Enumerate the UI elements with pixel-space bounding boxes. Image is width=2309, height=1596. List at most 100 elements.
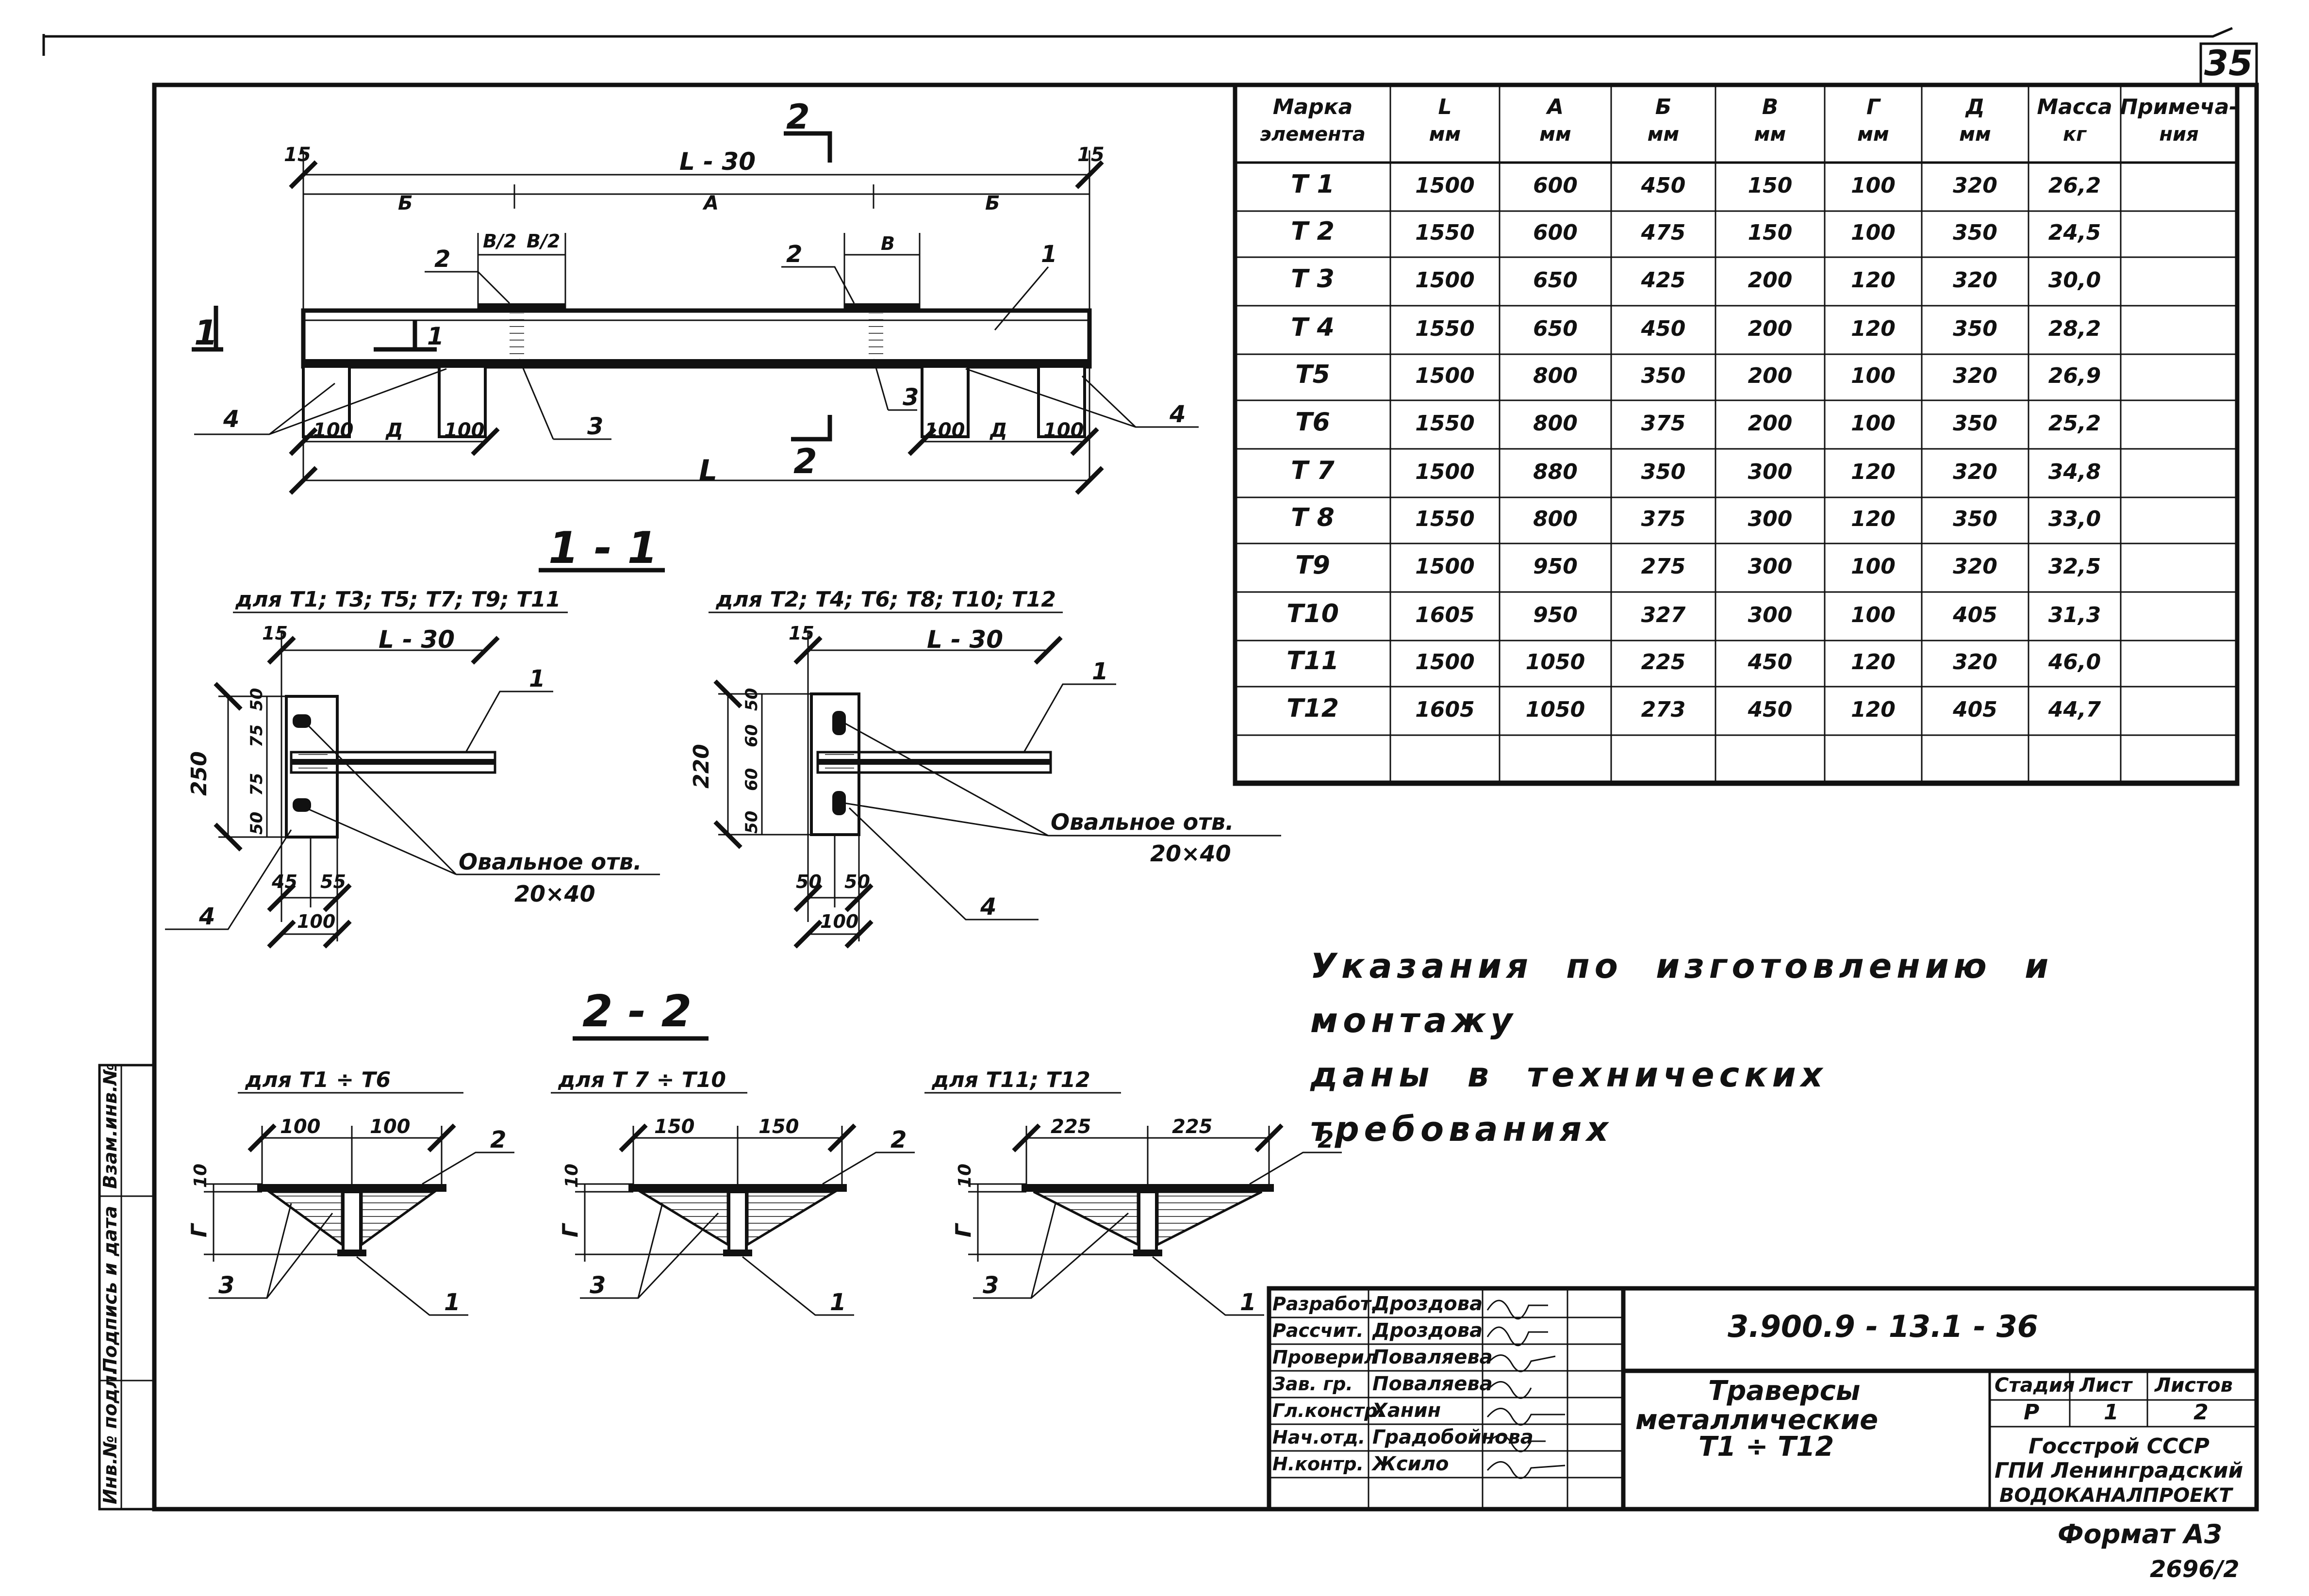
s1l-dim-75b: 75 bbox=[247, 773, 266, 796]
table-cell-r0-c4: 150 bbox=[1748, 173, 1793, 198]
table-header-sub-8: ния bbox=[2159, 123, 2198, 146]
dim-15-left: 15 bbox=[284, 144, 311, 166]
table-cell-r1-c7: 24,5 bbox=[2048, 220, 2101, 245]
table-cell-r10-c2: 1050 bbox=[1526, 650, 1585, 675]
s1l-hole-size: 20×40 bbox=[514, 881, 595, 907]
side-stamp: Инв.№ подл. Подпись и дата Взам.инв.№ bbox=[98, 1063, 156, 1511]
table-header-5: Г bbox=[1866, 95, 1881, 119]
table-header-sub-2: мм bbox=[1539, 123, 1571, 146]
signatures bbox=[1486, 1300, 1566, 1479]
table-cell-r9-c3: 327 bbox=[1641, 603, 1686, 627]
section-1-1: 1 - 1 для Т1; Т3; Т5; Т7; Т9; Т11 15 L -… bbox=[165, 523, 1281, 949]
table-cell-r6-c1: 1500 bbox=[1415, 460, 1474, 484]
role-name-5: Градобойнова bbox=[1372, 1426, 1534, 1448]
table-header-sub-1: мм bbox=[1429, 123, 1461, 146]
s2-w1-1: 150 bbox=[654, 1116, 695, 1138]
table-cell-r1-c5: 100 bbox=[1851, 220, 1896, 245]
s2-callout-1-0: 1 bbox=[444, 1289, 460, 1316]
table-header-sub-0: элемента bbox=[1260, 123, 1366, 146]
dim-v2-b: В/2 bbox=[527, 230, 560, 252]
section-2-title: 2 - 2 bbox=[582, 986, 692, 1037]
note-line-2: даны в технических требованиях bbox=[1310, 1055, 1828, 1149]
s2-w2-2: 225 bbox=[1172, 1116, 1213, 1138]
table-header-3: Б bbox=[1655, 95, 1672, 119]
table-cell-r8-c0: Т9 bbox=[1295, 551, 1330, 580]
doc-title-2: металлические bbox=[1635, 1404, 1878, 1436]
role-5: Нач.отд. bbox=[1272, 1427, 1365, 1448]
s1r-dim-l30: L - 30 bbox=[927, 625, 1003, 654]
section-2-2: 2 - 2 bbox=[573, 986, 709, 1041]
dim-v: В bbox=[881, 233, 895, 254]
table-cell-r10-c6: 320 bbox=[1953, 650, 1997, 675]
s2-callout-3-1: 3 bbox=[590, 1272, 606, 1299]
table-cell-r4-c0: Т5 bbox=[1295, 360, 1330, 389]
table-cell-r1-c0: Т 2 bbox=[1291, 217, 1335, 246]
s1r-callout-4: 4 bbox=[980, 893, 996, 921]
table-cell-r7-c5: 120 bbox=[1851, 507, 1896, 531]
table-cell-r7-c3: 375 bbox=[1641, 507, 1686, 531]
table-cell-r0-c5: 100 bbox=[1851, 173, 1896, 198]
stage-label: Стадия bbox=[1995, 1374, 2075, 1397]
title-block: 3.900.9 - 13.1 - 36 Траверсы металлическ… bbox=[1267, 1286, 2259, 1512]
table-cell-r2-c2: 650 bbox=[1533, 268, 1578, 293]
dim-100-a: 100 bbox=[313, 419, 354, 442]
table-cell-r7-c4: 300 bbox=[1748, 507, 1793, 531]
s1l-dim-50b: 50 bbox=[247, 812, 266, 835]
table-cell-r1-c3: 475 bbox=[1641, 220, 1686, 245]
table-header-sub-3: мм bbox=[1648, 123, 1679, 146]
s1l-callout-4: 4 bbox=[198, 903, 215, 930]
table-cell-r5-c6: 350 bbox=[1953, 411, 1997, 436]
table-cell-r9-c6: 405 bbox=[1952, 603, 1997, 627]
table-cell-r6-c5: 120 bbox=[1851, 460, 1896, 484]
table-cell-r2-c3: 425 bbox=[1641, 268, 1686, 293]
table-cell-r9-c7: 31,3 bbox=[2048, 603, 2101, 627]
stage-value: Р bbox=[2024, 1400, 2039, 1425]
s2-callout-3-0: 3 bbox=[218, 1272, 234, 1299]
dim-a: А bbox=[702, 192, 719, 214]
table-cell-r7-c0: Т 8 bbox=[1291, 503, 1335, 532]
role-name-4: Ханин bbox=[1371, 1399, 1441, 1422]
table-cell-r2-c5: 120 bbox=[1851, 268, 1896, 293]
table-cell-r5-c1: 1550 bbox=[1415, 411, 1474, 436]
stamp-sign: Подпись и дата bbox=[99, 1206, 121, 1373]
table-cell-r6-c6: 320 bbox=[1953, 460, 1997, 484]
table-cell-r11-c2: 1050 bbox=[1526, 697, 1585, 722]
table-cell-r1-c4: 150 bbox=[1748, 220, 1793, 245]
dim-l: L bbox=[699, 454, 717, 488]
role-name-2: Поваляева bbox=[1372, 1346, 1493, 1368]
table-cell-r3-c7: 28,2 bbox=[2048, 316, 2101, 341]
table-cell-r3-c0: Т 4 bbox=[1291, 313, 1335, 342]
section-1-right-caption: для Т2; Т4; Т6; Т8; Т10; Т12 bbox=[715, 587, 1056, 612]
s2-caption-2: для Т11; Т12 bbox=[931, 1068, 1090, 1092]
table-cell-r9-c5: 100 bbox=[1851, 603, 1896, 627]
note-line-1: Указания по изготовлению и монтажу bbox=[1310, 946, 2054, 1040]
table-cell-r4-c1: 1500 bbox=[1415, 363, 1474, 388]
doc-title-3: Т1 ÷ Т12 bbox=[1699, 1431, 1834, 1463]
callout-2-right: 2 bbox=[786, 241, 802, 268]
sheet-number: 35 bbox=[2204, 43, 2253, 83]
table-header-sub-7: кг bbox=[2063, 123, 2087, 146]
table-header-sub-5: мм bbox=[1857, 123, 1889, 146]
stamp-replace: Взам.инв.№ bbox=[99, 1063, 121, 1189]
section-mark-2-top: 2 bbox=[786, 97, 810, 137]
s2-g-2: Г bbox=[951, 1223, 976, 1237]
bottom-code: 2696/2 bbox=[2150, 1556, 2240, 1583]
table-cell-r5-c4: 200 bbox=[1748, 411, 1793, 436]
table-cell-r1-c6: 350 bbox=[1953, 220, 1997, 245]
table-cell-r8-c2: 950 bbox=[1533, 554, 1578, 579]
s2-callout-1-2: 1 bbox=[1240, 1289, 1256, 1316]
table-cell-r7-c7: 33,0 bbox=[2048, 507, 2101, 531]
s2-callout-3-2: 3 bbox=[983, 1272, 999, 1299]
section-mark-1-mid: 1 bbox=[427, 322, 444, 350]
table-cell-r11-c0: Т12 bbox=[1286, 694, 1339, 723]
element-table: МаркаэлементаLммАммБммВммГммДммМассакгПр… bbox=[1233, 82, 2240, 786]
table-cell-r4-c3: 350 bbox=[1641, 363, 1686, 388]
table-cell-r8-c3: 275 bbox=[1641, 554, 1686, 579]
table-cell-r9-c2: 950 bbox=[1533, 603, 1578, 627]
table-cell-r6-c0: Т 7 bbox=[1291, 456, 1335, 485]
role-0: Разработ. bbox=[1272, 1293, 1378, 1315]
table-cell-r2-c4: 200 bbox=[1748, 268, 1793, 293]
table-cell-r11-c4: 450 bbox=[1748, 697, 1793, 722]
